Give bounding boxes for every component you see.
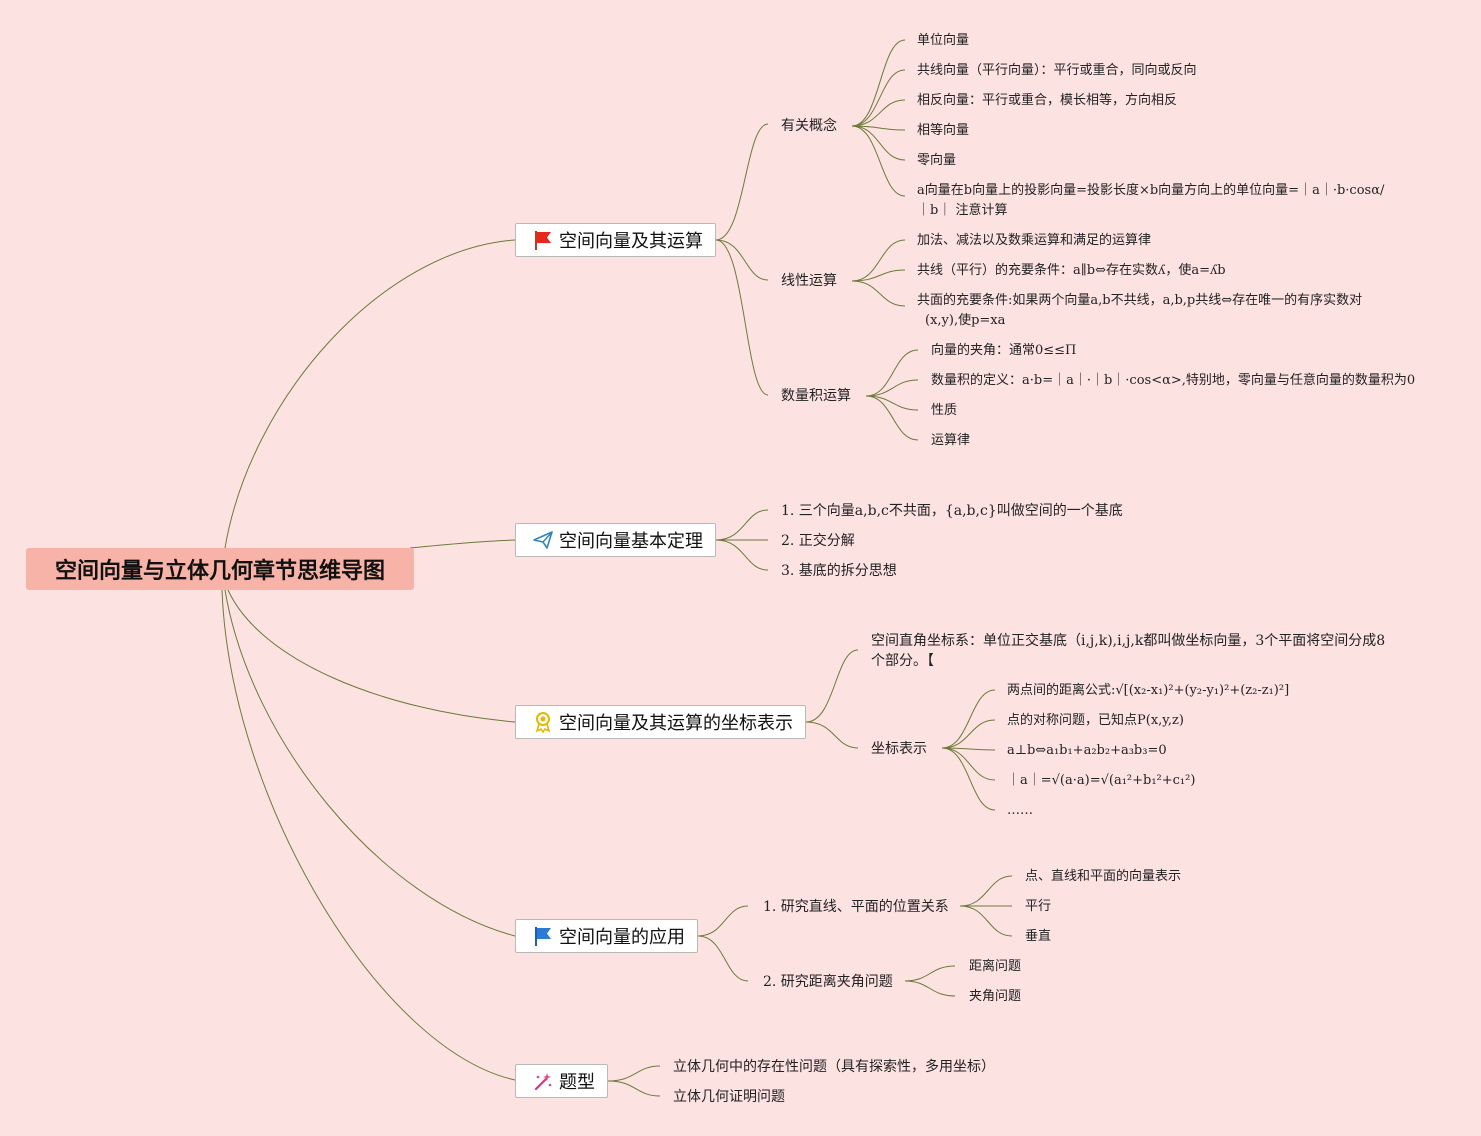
list-item: 运算律 (931, 433, 971, 448)
branch-vector-applications[interactable]: 空间向量的应用 (515, 919, 698, 953)
dot-product-node[interactable]: 数量积运算 (781, 388, 851, 404)
list-item: 共线（平行）的充要条件：a∥b⇔存在实数ʎ，使a=ʎb (917, 263, 1226, 278)
branch-coordinate-representation[interactable]: 空间向量及其运算的坐标表示 (515, 705, 806, 739)
coordinate-representation-node[interactable]: 坐标表示 (871, 741, 927, 757)
magic-wand-icon (534, 1073, 552, 1091)
list-item: 垂直 (1025, 929, 1052, 944)
list-item: 相等向量 (917, 123, 970, 138)
branch-label: 题型 (559, 1072, 595, 1093)
branch-vector-operations[interactable]: 空间向量及其运算 (515, 223, 716, 257)
list-item: 夹角问题 (969, 989, 1022, 1004)
coordinate-system-node: 空间直角坐标系：单位正交基底（i,j,k),i,j,k都叫做坐标向量，3个平面将… (871, 633, 1386, 649)
award-ribbon-icon (535, 712, 551, 733)
list-item: 点的对称问题，已知点P(x,y,z) (1007, 713, 1184, 728)
list-item: a⊥b⇔a₁b₁+a₂b₂+a₃b₃=0 (1007, 743, 1167, 758)
list-item: a向量在b向量上的投影向量=投影长度×b向量方向上的单位向量=｜a｜·b·cos… (917, 183, 1385, 198)
list-item-continuation: ｜b｜ 注意计算 (917, 203, 1008, 218)
blue-flag-icon (535, 927, 551, 946)
list-item: 加法、减法以及数乘运算和满足的运算律 (917, 233, 1152, 248)
position-relations-node[interactable]: 1. 研究直线、平面的位置关系 (763, 899, 949, 915)
list-item: 平行 (1025, 899, 1052, 914)
distance-angle-node[interactable]: 2. 研究距离夹角问题 (763, 974, 893, 990)
list-item: 向量的夹角：通常0≤≤Π (931, 343, 1077, 358)
list-item: 2. 正交分解 (781, 533, 855, 549)
list-item: 相反向量：平行或重合，模长相等，方向相反 (917, 93, 1178, 108)
list-item: 点、直线和平面的向量表示 (1025, 869, 1182, 884)
list-item: 距离问题 (969, 959, 1022, 974)
branch-label: 空间向量的应用 (559, 927, 685, 948)
list-item: 数量积的定义：a·b=｜a｜·｜b｜·cos<α>,特别地，零向量与任意向量的数… (931, 373, 1416, 388)
branch-label: 空间向量及其运算 (559, 231, 703, 252)
list-item: 1. 三个向量a,b,c不共面，{a,b,c}叫做空间的一个基底 (781, 503, 1123, 519)
branch-problem-types[interactable]: 题型 (515, 1064, 608, 1098)
list-item: 单位向量 (917, 33, 970, 48)
list-item: 立体几何证明问题 (673, 1089, 785, 1105)
list-item: ｜a｜=√(a·a)=√(a₁²+b₁²+c₁²) (1007, 773, 1196, 788)
paper-plane-icon (533, 531, 553, 549)
concepts-node[interactable]: 有关概念 (781, 118, 837, 134)
root-topic[interactable]: 空间向量与立体几何章节思维导图 (26, 548, 414, 590)
list-item: …… (1007, 803, 1033, 818)
list-item: 性质 (931, 403, 958, 418)
branch-label: 空间向量基本定理 (559, 531, 703, 552)
branch-basic-theorem[interactable]: 空间向量基本定理 (515, 523, 716, 557)
list-item: 零向量 (917, 153, 957, 168)
coordinate-system-continuation: 个部分。【 (871, 653, 934, 669)
list-item: 立体几何中的存在性问题（具有探索性，多用坐标） (673, 1059, 995, 1075)
list-item: 共面的充要条件:如果两个向量a,b不共线，a,b,p共线⇔存在唯一的有序实数对 (917, 293, 1363, 308)
list-item: 共线向量（平行向量）：平行或重合，同向或反向 (917, 63, 1197, 78)
list-item: 3. 基底的拆分思想 (781, 563, 897, 579)
branch-label: 空间向量及其运算的坐标表示 (559, 713, 793, 734)
red-flag-icon (535, 231, 551, 250)
list-item: 两点间的距离公式:√[(x₂-x₁)²+(y₂-y₁)²+(z₂-z₁)²] (1007, 683, 1290, 698)
linear-operations-node[interactable]: 线性运算 (781, 273, 837, 289)
list-item-continuation: (x,y),使p=xa (925, 313, 1006, 328)
